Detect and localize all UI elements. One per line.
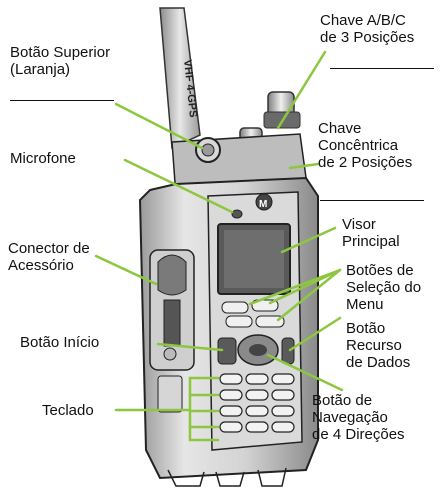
label-top-button: Botão Superior (Laranja) [10,44,111,78]
menu-button-left [221,301,249,314]
motorola-logo [255,193,273,211]
label-concentric-switch: Chave Concêntrica de 2 Posições [318,120,413,171]
leader-menu-1 [248,268,342,306]
label-home-button: Botão Início [20,334,100,351]
leader-nav [266,353,344,392]
leader-menu-3 [276,268,342,322]
accessory-connector-pins [163,299,181,347]
keypad-bracket [188,376,220,442]
label-abc-switch: Chave A/B/C de 3 Posições [320,12,415,46]
leader-data-button [288,316,342,352]
label-menu-select-buttons: Botões de Seleção do Menu [346,262,422,313]
leader-accessory [94,254,158,286]
keypad [219,373,295,433]
label-accessory-connector: Conector de Acessório [8,240,90,274]
label-nav-button: Botão de Navegação de 4 Direções [312,392,405,443]
antenna [159,7,201,150]
leader-abc-switch [276,50,327,130]
leader-menu-2 [268,268,342,305]
leader-microphone [123,158,234,214]
home-button [217,337,237,365]
leader-concentric [288,162,320,170]
data-feature-button [281,337,295,365]
label-data-feature-button: Botão Recurso de Dados [346,320,411,371]
blank-line-abc-switch [330,68,434,69]
leader-display [280,226,337,254]
label-main-display: Visor Principal [342,216,400,250]
microphone-port [231,209,243,219]
side-screw [163,347,177,361]
menu-button-right [225,315,253,328]
leader-lines [94,50,344,442]
leader-home [156,342,224,352]
label-keypad: Teclado [42,402,94,419]
leader-top-button [114,102,204,150]
blank-line-top-button [10,100,114,101]
label-microphone: Microfone [10,150,76,167]
blank-line-concentric-switch [320,200,424,201]
svg-text:M: M [259,199,267,210]
